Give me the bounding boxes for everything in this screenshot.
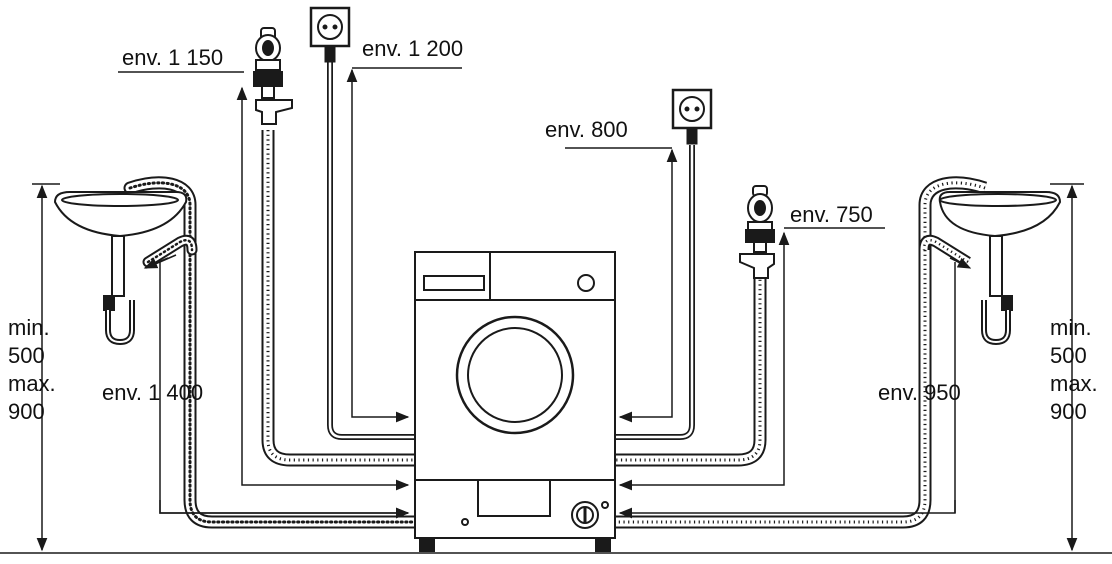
height-range-left: min. 500 max. 900 <box>8 314 56 426</box>
height-left-line-1: min. <box>8 315 50 340</box>
sink-left <box>53 191 188 346</box>
height-right-line-3: max. <box>1050 371 1098 396</box>
power-cable-left <box>327 60 415 440</box>
label-drain-right: env. 950 <box>878 380 961 405</box>
height-left-line-4: 900 <box>8 399 45 424</box>
height-left-line-2: 500 <box>8 343 45 368</box>
label-drain-left: env. 1 400 <box>102 380 204 405</box>
washing-machine <box>414 251 616 552</box>
inlet-hose-left <box>261 130 415 467</box>
power-cable-right <box>615 145 695 440</box>
water-tap-left <box>253 27 293 125</box>
height-right-line-4: 900 <box>1050 399 1087 424</box>
sink-right <box>938 191 1062 346</box>
height-left-line-3: max. <box>8 371 56 396</box>
water-tap-right <box>739 185 775 279</box>
drain-hose-left <box>123 176 422 529</box>
power-socket-left <box>309 6 351 63</box>
label-socket-right: env. 800 <box>545 117 628 142</box>
height-range-right: min. 500 max. 900 <box>1050 314 1098 426</box>
label-inlet-right: env. 750 <box>790 202 873 227</box>
height-right-line-1: min. <box>1050 315 1092 340</box>
height-right-line-2: 500 <box>1050 343 1087 368</box>
label-socket-left: env. 1 200 <box>362 36 464 61</box>
label-inlet-left: env. 1 150 <box>122 45 224 70</box>
dimension-lines <box>32 67 1084 552</box>
power-socket-right <box>671 88 713 145</box>
drain-hose-right <box>615 176 988 529</box>
